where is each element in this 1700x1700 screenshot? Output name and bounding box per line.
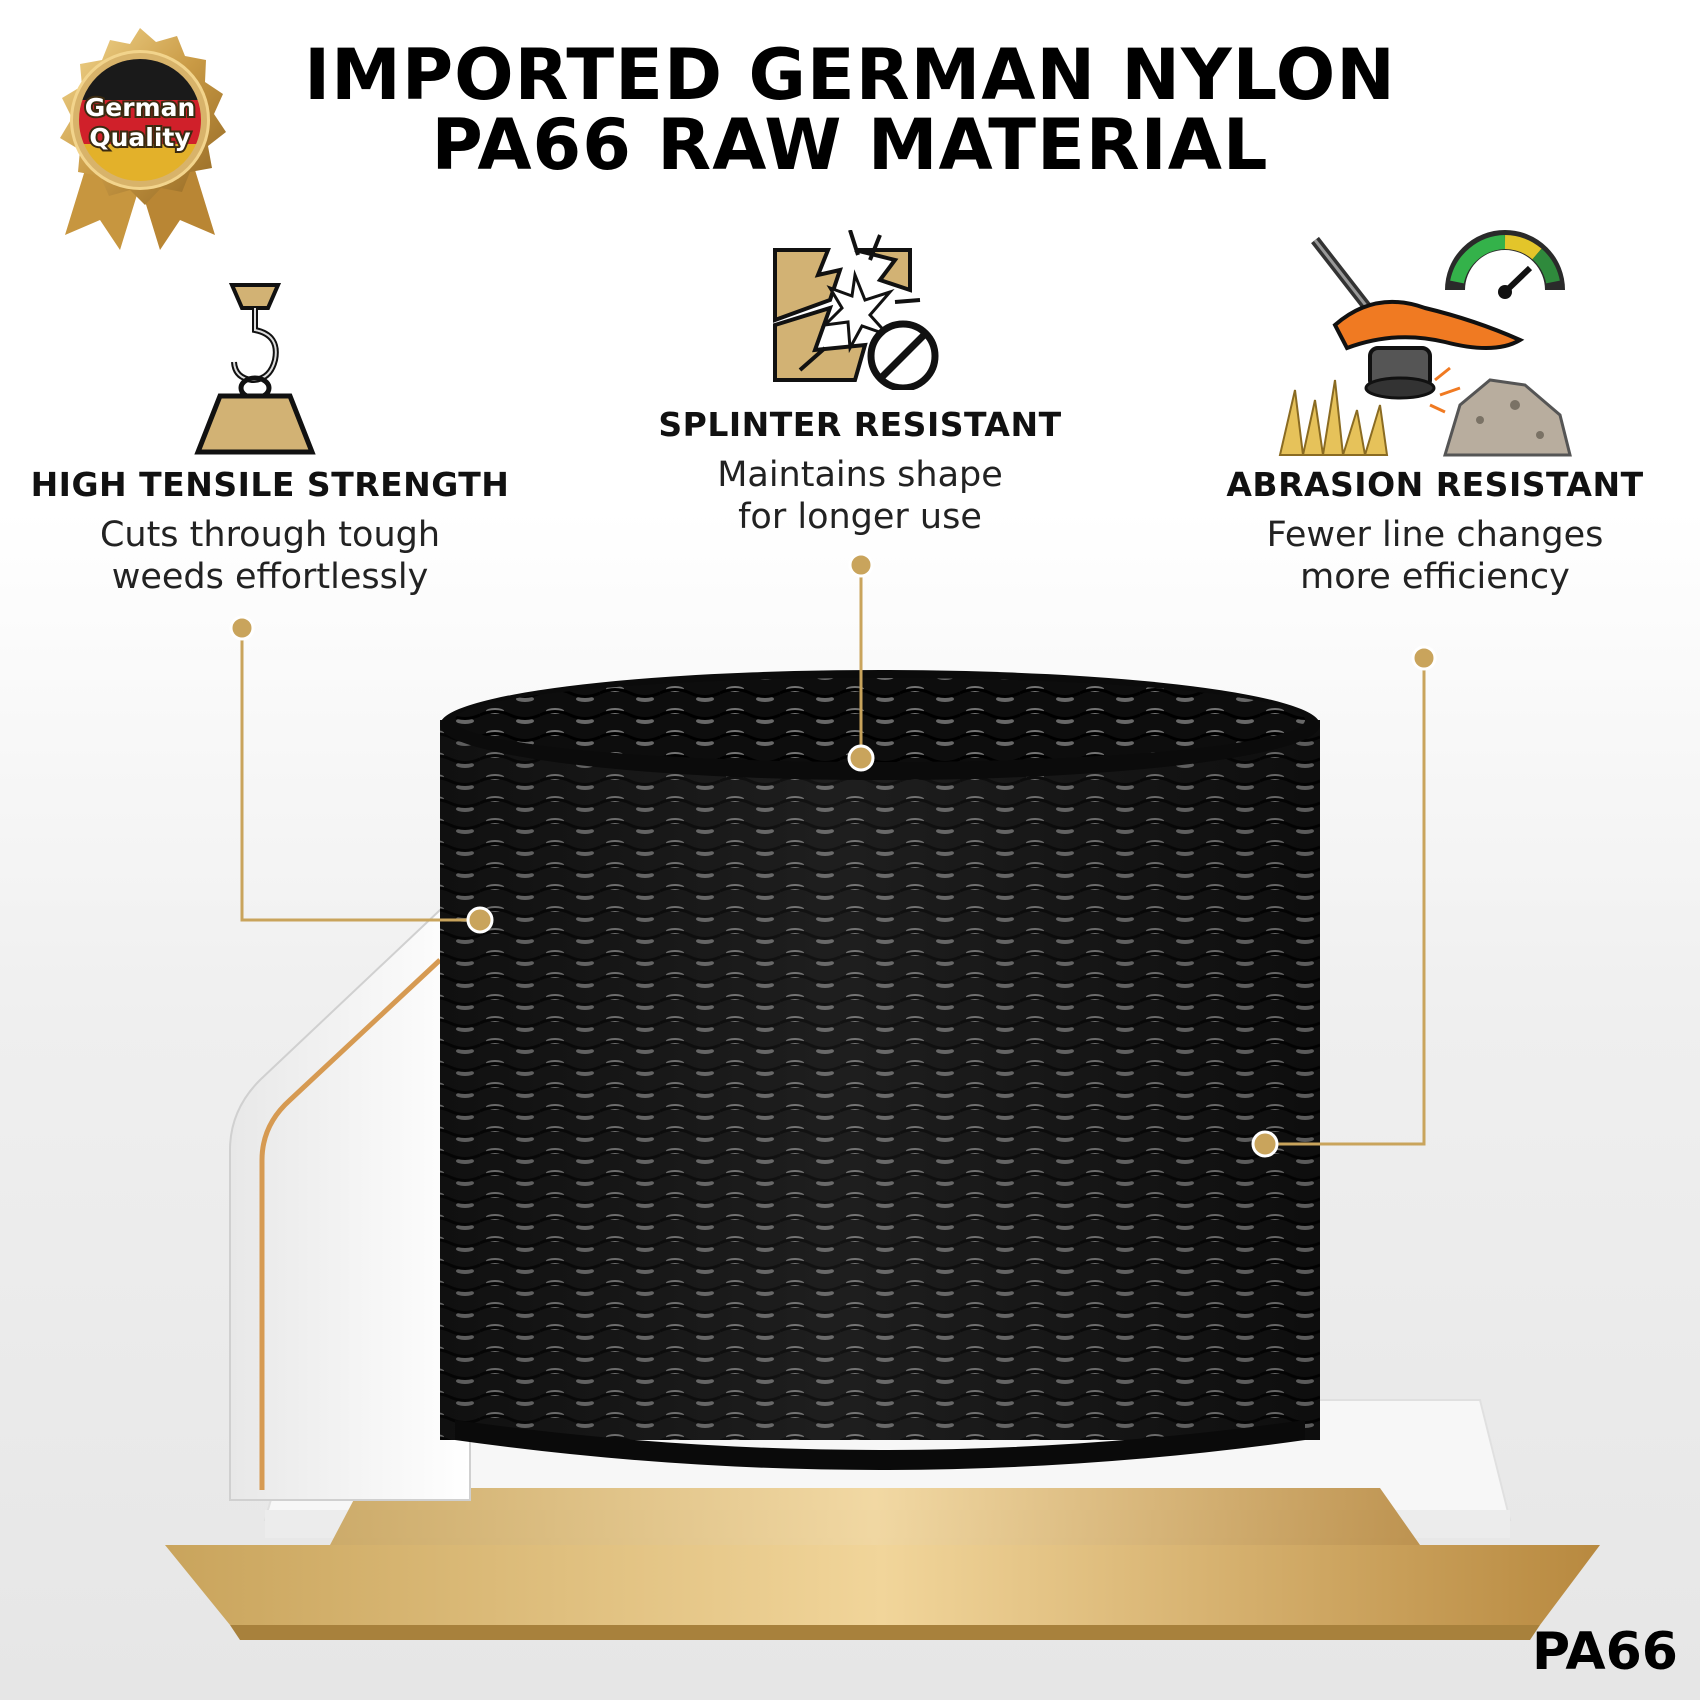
feature-desc-line-2: for longer use [738,497,982,537]
shatter-prohibited-icon [773,230,939,390]
callout-lines [240,565,1426,1146]
hook-weight-icon [194,283,316,455]
feature-abrasion-resistant: ABRASION RESISTANT Fewer line changes mo… [1180,465,1690,598]
title-line-2: PA66 RAW MATERIAL [431,104,1269,186]
feature-desc-line-2: more efficiency [1300,557,1570,597]
material-label: PA66 [1532,1622,1678,1682]
badge-line-2: Quality [89,123,190,152]
feature-heading: SPLINTER RESISTANT [658,405,1062,444]
feature-desc-line-1: Maintains shape [717,455,1003,495]
feature-high-tensile-strength: HIGH TENSILE STRENGTH Cuts through tough… [20,465,520,598]
gold-base-plate [165,1545,1600,1625]
callout-dots [229,552,1437,1158]
feature-desc-line-1: Fewer line changes [1266,515,1604,555]
feature-splinter-resistant: SPLINTER RESISTANT Maintains shape for l… [610,405,1110,538]
badge-line-1: German [85,93,196,122]
feature-heading: ABRASION RESISTANT [1226,465,1644,504]
stand-panel [229,909,471,1501]
feature-desc-line-2: weeds effortlessly [111,557,429,597]
german-quality-seal-icon: German Quality [60,28,226,250]
title-line-1: IMPORTED GERMAN NYLON [304,34,1396,116]
feature-desc-line-1: Cuts through tough [99,515,441,555]
feature-heading: HIGH TENSILE STRENGTH [30,465,510,504]
trimmer-gauge-icon [1278,230,1572,457]
page-title: IMPORTED GERMAN NYLON PA66 RAW MATERIAL [0,40,1700,180]
